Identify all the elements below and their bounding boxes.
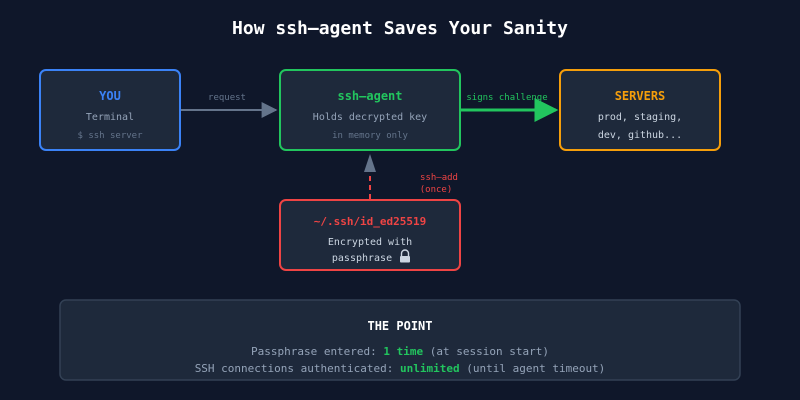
point-row-2-value: unlimited xyxy=(400,362,460,375)
node-agent: ssh–agent Holds decrypted key in memory … xyxy=(279,69,461,151)
point-panel: THE POINT Passphrase entered: 1 time (at… xyxy=(59,299,741,381)
node-agent-line2: in memory only xyxy=(332,131,408,141)
node-key-box xyxy=(279,199,461,271)
point-row-2-suffix: (until agent timeout) xyxy=(460,362,606,375)
point-row-1-prefix: Passphrase entered: xyxy=(251,345,383,358)
edge-request-label: request xyxy=(208,93,246,103)
node-servers-box xyxy=(559,69,721,151)
node-you-box xyxy=(39,69,181,151)
node-servers-title: SERVERS xyxy=(615,89,666,103)
node-you-line1: Terminal xyxy=(86,112,134,123)
edge-signs-label: signs challenge xyxy=(466,93,547,103)
point-row-2-prefix: SSH connections authenticated: xyxy=(195,362,400,375)
node-you: YOU Terminal $ ssh server xyxy=(39,69,181,151)
point-panel-box xyxy=(59,299,741,381)
point-row-1-value: 1 time xyxy=(383,345,423,358)
node-key-line1: Encrypted with xyxy=(328,237,412,248)
lock-icon xyxy=(400,249,410,263)
node-key-line2: passphrase xyxy=(332,253,392,264)
node-servers: SERVERS prod, staging, dev, github... xyxy=(559,69,721,151)
edge-sshadd-label-2: (once) xyxy=(420,185,453,195)
node-agent-box xyxy=(279,69,461,151)
point-row-2: SSH connections authenticated: unlimited… xyxy=(195,362,606,375)
node-you-title: YOU xyxy=(99,89,121,103)
node-key: ~/.ssh/id_ed25519 Encrypted with passphr… xyxy=(279,199,461,271)
node-servers-line2: dev, github... xyxy=(598,130,682,141)
node-agent-line1: Holds decrypted key xyxy=(313,112,427,123)
point-row-1-suffix: (at session start) xyxy=(423,345,549,358)
edge-sshadd-label-1: ssh–add xyxy=(420,173,458,183)
point-title: THE POINT xyxy=(367,319,432,333)
page-title: How ssh–agent Saves Your Sanity xyxy=(232,18,568,39)
node-you-line2: $ ssh server xyxy=(77,131,143,141)
edge-sshadd-arrowhead xyxy=(364,154,376,172)
node-key-title: ~/.ssh/id_ed25519 xyxy=(314,215,427,228)
node-servers-line1: prod, staging, xyxy=(598,112,682,123)
node-agent-title: ssh–agent xyxy=(337,89,402,103)
point-row-1: Passphrase entered: 1 time (at session s… xyxy=(251,345,549,358)
